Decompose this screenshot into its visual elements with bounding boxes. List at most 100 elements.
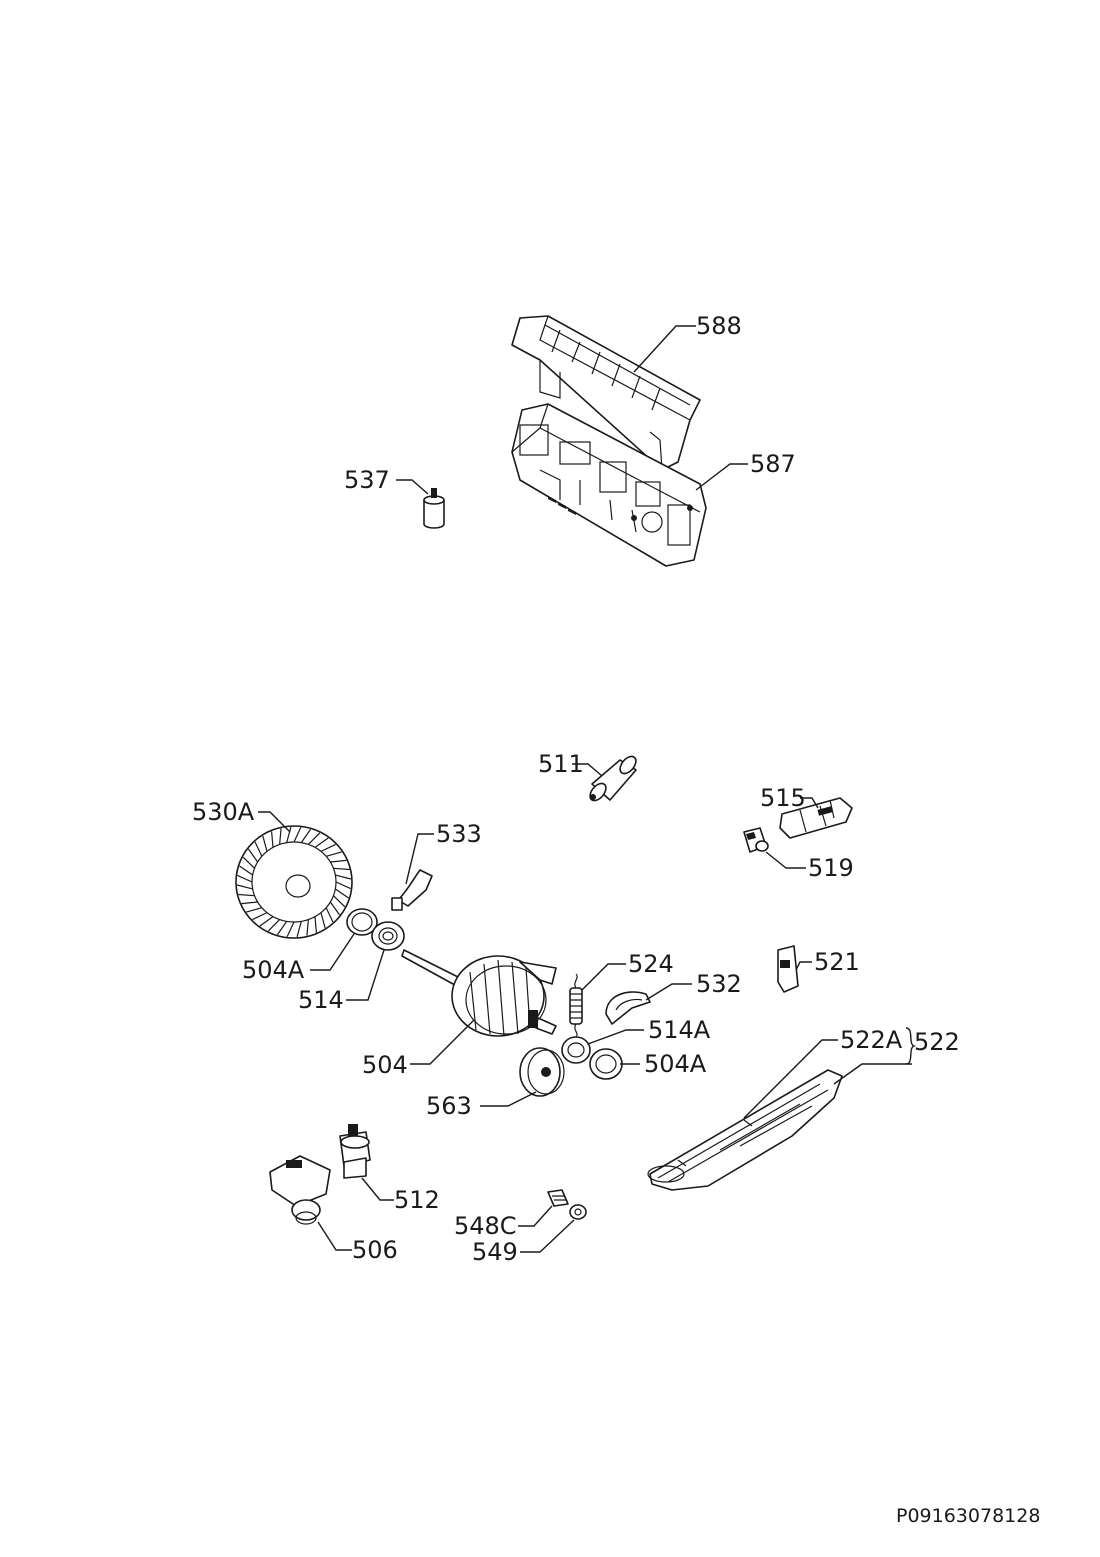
fan-blade (286, 921, 295, 937)
part-504-motor (401, 949, 557, 1037)
fan-blade (293, 827, 302, 843)
label-515: 515 (760, 784, 806, 812)
part-506-drain-pump (269, 1155, 331, 1225)
label-563: 563 (426, 1092, 472, 1120)
leader-511 (572, 763, 603, 777)
label-514A: 514A (648, 1016, 711, 1044)
fan-blade (320, 843, 336, 852)
label-587: 587 (750, 450, 796, 478)
fan-blade (320, 912, 326, 929)
fan-blade (333, 895, 346, 908)
label-532: 532 (696, 970, 742, 998)
label-522: 522 (914, 1028, 960, 1056)
leader-504A-left (310, 933, 355, 971)
fan-blade (238, 893, 255, 897)
fan-blade (246, 907, 262, 913)
leader-537 (396, 479, 429, 495)
bracket-522 (905, 1027, 917, 1065)
fan-blade (307, 832, 321, 845)
fan-blade (330, 859, 347, 863)
leader-515 (800, 797, 819, 809)
fan-blade (306, 919, 309, 936)
label-549: 549 (472, 1238, 518, 1266)
leader-512 (361, 1177, 394, 1201)
leader-549 (520, 1219, 575, 1253)
fan-blade (237, 874, 253, 883)
leader-588 (633, 325, 696, 373)
label-512: 512 (394, 1186, 440, 1214)
label-504A-left: 504A (242, 956, 305, 984)
fan-blade (286, 826, 292, 843)
part-530A-fan (235, 825, 353, 939)
leader-532 (645, 983, 692, 1001)
part-514-seal (371, 921, 405, 951)
part-522-heater (647, 1069, 843, 1191)
part-549-washer (569, 1204, 587, 1220)
part-515-bracket (779, 797, 853, 839)
fan-blade (333, 867, 350, 871)
part-519-sensor (743, 827, 769, 853)
label-533: 533 (436, 820, 482, 848)
leader-587 (695, 463, 748, 491)
leader-lines (258, 325, 917, 1253)
label-524: 524 (628, 950, 674, 978)
leader-524 (581, 963, 626, 991)
fan-blade (239, 865, 253, 876)
leader-522A (743, 1039, 838, 1119)
fan-blade (276, 921, 288, 935)
label-588: 588 (696, 312, 742, 340)
label-522A: 522A (840, 1026, 903, 1054)
part-588-cover (511, 315, 701, 471)
label-521: 521 (814, 948, 860, 976)
part-587-board (511, 403, 707, 567)
fan-blade (254, 841, 263, 857)
label-514: 514 (298, 986, 344, 1014)
label-506: 506 (352, 1236, 398, 1264)
fan-blade (236, 884, 253, 890)
leader-548C (518, 1205, 553, 1227)
leader-521 (795, 961, 812, 971)
label-519: 519 (808, 854, 854, 882)
label-504A-right: 504A (644, 1050, 707, 1078)
label-548C: 548C (454, 1212, 517, 1240)
part-504A-left-ring (346, 908, 378, 936)
part-548C-screw (547, 1189, 569, 1207)
label-511: 511 (538, 750, 584, 778)
fan-blade (271, 831, 274, 848)
label-504: 504 (362, 1051, 408, 1079)
label-530A: 530A (192, 798, 255, 826)
part-514A-seal (561, 1036, 591, 1064)
fan-blade (247, 848, 259, 863)
leader-533 (405, 833, 434, 885)
part-532-bracket (605, 991, 651, 1025)
part-512-pump (339, 1124, 371, 1179)
fan-blade (242, 856, 255, 869)
fan-blade (335, 874, 352, 880)
part-labels: 588 587 537 511 515 519 530A 533 504A 51… (192, 312, 960, 1266)
part-511-capacitor (589, 755, 637, 802)
leader-514A (587, 1029, 644, 1045)
part-521-switch (777, 945, 799, 993)
part-537-capacitor (423, 488, 445, 529)
fan-blade (326, 851, 342, 857)
fan-blade (335, 888, 349, 899)
fan-blade (267, 919, 281, 932)
drawing-reference-number: P09163078128 (896, 1505, 1040, 1527)
fan-blade (252, 912, 268, 921)
part-563-pulley (519, 1047, 565, 1097)
part-533-clip (391, 869, 433, 911)
part-524-spring (569, 973, 583, 1037)
leader-504 (410, 1019, 475, 1065)
fan-blade (241, 901, 258, 905)
leader-563 (480, 1091, 537, 1107)
leader-530A (258, 811, 291, 833)
fan-blade (314, 916, 317, 933)
fan-blade (296, 921, 302, 938)
fan-blade (279, 828, 282, 845)
fan-blade (259, 916, 274, 927)
fan-blade (329, 901, 341, 916)
leader-522 (833, 1063, 912, 1085)
fan-blade (314, 837, 329, 848)
part-504A-right-ring (589, 1048, 623, 1080)
